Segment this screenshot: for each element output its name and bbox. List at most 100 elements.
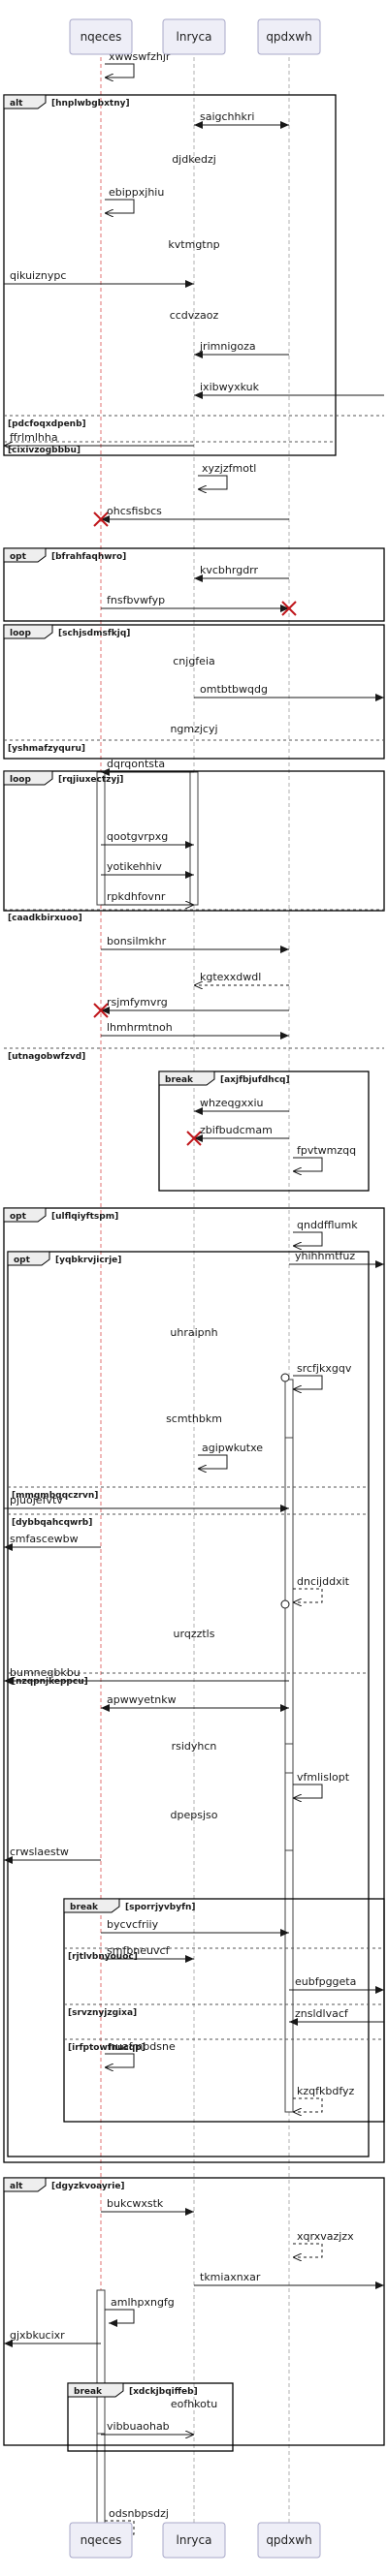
message-label: pjuojefvtv — [10, 1494, 63, 1506]
participant-nqeces[interactable]: nqeces — [69, 18, 133, 55]
participant-label: nqeces — [81, 30, 122, 44]
message: uhraipnh — [170, 1326, 217, 1339]
activation-bar — [189, 771, 199, 906]
message: eofhkotu — [171, 2398, 217, 2410]
message-label: kzqfkbdfyz — [297, 2085, 355, 2097]
message-label: qnddfflumk — [297, 1219, 358, 1231]
message: ixibwyxkuk — [194, 381, 384, 399]
message: agipwkutxe — [198, 1442, 263, 1469]
message-label: vfmlislopt — [297, 1771, 350, 1784]
message: cnjgfeia — [173, 655, 215, 667]
message: zbifbudcmam — [186, 1124, 289, 1146]
destroy-marker — [93, 512, 109, 527]
fragment-frame: alt[dgyzkvoayrie] — [3, 2177, 385, 2446]
fragment-guard: [rqjiuxectzyj] — [58, 775, 123, 785]
message-label: yotikehhiv — [107, 860, 162, 873]
message-label: znsldlvacf — [295, 2007, 349, 2020]
message: fnsfbvwfyp — [101, 594, 297, 616]
message: bonsilmkhr — [101, 935, 289, 953]
message-label: yhihhmtfuz — [295, 1250, 355, 1262]
message-label: srcfjkxgqv — [297, 1362, 352, 1375]
message-label: ebippxjhiu — [109, 186, 164, 199]
message-label: amlhpxngfg — [111, 2296, 175, 2309]
message-label: kvtmgtnp — [168, 238, 219, 251]
message-label: fpvtwmzqq — [297, 1144, 356, 1157]
lifeline-endpoint-circle — [280, 1599, 290, 1609]
message-label: bumneqbkbu — [10, 1666, 81, 1679]
fragment-separator: [srvznyjzgixa] — [64, 2003, 384, 2018]
participant-qpdxwh[interactable]: qpdxwh — [257, 2522, 321, 2559]
fragment-separator: [mmgmbqqczrvn] — [8, 1486, 369, 1501]
message-label: rsidyhcn — [172, 1740, 217, 1753]
fragment-separator: [yshmafzyquru] — [4, 739, 384, 754]
message: bycvcfriiy — [101, 1918, 289, 1937]
fragment-separator: [pdcfoqxdpenb] — [4, 415, 384, 429]
activation-bar — [284, 1743, 294, 1774]
activation-bar — [284, 1849, 294, 2113]
activation-bars — [96, 771, 294, 2539]
fragment-separator: [utnagobwfzvd] — [4, 1047, 384, 1062]
message: odsnbpsdzj — [105, 2507, 169, 2534]
fragment-separator: [cixivzogbbbu] — [4, 441, 336, 455]
fragment-operator: loop — [10, 775, 31, 785]
message-label: dncijddxit — [297, 1575, 350, 1588]
fragment-frame: break[sporrjyvbyfn] — [63, 1898, 385, 2123]
lifelines — [100, 37, 290, 2540]
fragment-guard: [yshmafzyquru] — [8, 744, 85, 754]
message: yotikehhiv — [101, 860, 194, 879]
fragment-separator: [caadkbirxuoo] — [4, 909, 384, 923]
message: qnddfflumk — [293, 1219, 358, 1246]
message: gjxbkucixr — [4, 2329, 101, 2347]
message: kgtexxdwdl — [194, 971, 289, 985]
message-label: ngmzjcyj — [170, 723, 217, 735]
fragment-guard: [rjtlvbnyouoc] — [68, 1952, 138, 1962]
message: dqrqontsta — [101, 758, 194, 776]
message: apwwyetnkw — [101, 1693, 289, 1712]
messages: xwwswfzhjrsaigchhkridjdkedzjebippxjhiukv… — [4, 50, 384, 2543]
fragment-operator: loop — [10, 629, 31, 638]
fragment-separator: [nzqpnjkeppcu] — [8, 1672, 369, 1687]
message: omtbtbwqdg — [194, 683, 384, 701]
message-label: kgtexxdwdl — [200, 971, 261, 983]
message: tkmiaxnxar — [194, 2271, 384, 2289]
message-label: bonsilmkhr — [107, 935, 167, 947]
fragment-guard: [nzqpnjkeppcu] — [12, 1677, 88, 1687]
message-label: agipwkutxe — [202, 1442, 263, 1454]
fragment-operator: opt — [10, 1212, 27, 1222]
message-label: eubfpggeta — [295, 1975, 356, 1988]
message-label: omtbtbwqdg — [200, 683, 268, 696]
message: dncijddxit — [293, 1575, 350, 1602]
message-label: ohcsfisbcs — [107, 505, 162, 517]
message-label: ccdvzaoz — [170, 309, 219, 322]
participant-qpdxwh[interactable]: qpdxwh — [257, 18, 321, 55]
message: whzeqgxxiu — [194, 1097, 289, 1115]
destroy-marker — [281, 601, 297, 616]
fragment-frame: opt[ulflqiyftspm] — [3, 1207, 385, 2163]
fragment-separator: [rjtlvbnyouoc] — [64, 1947, 384, 1962]
participant-lnryca[interactable]: lnryca — [162, 18, 226, 55]
message: ngmzjcyj — [170, 723, 217, 735]
message-label: xyzjzfmotl — [202, 462, 256, 475]
message-label: xqrxvazjzx — [297, 2230, 354, 2243]
message: scmthbkm — [166, 1412, 222, 1425]
message: qootgvrpxg — [101, 830, 194, 849]
message: kvtmgtnp — [168, 238, 219, 251]
message: qikuiznypc — [4, 269, 194, 288]
message-label: saigchhkri — [200, 110, 254, 123]
message: eubfpggeta — [289, 1975, 384, 1994]
fragment-guard: [yqbkrvjicrje] — [55, 1256, 121, 1265]
message: xqrxvazjzx — [293, 2230, 354, 2257]
participant-label: lnryca — [177, 30, 212, 44]
message-label: apwwyetnkw — [107, 1693, 177, 1706]
fragment-operator: alt — [10, 99, 23, 109]
message-label: jrimnigoza — [199, 340, 256, 353]
message-label: zbifbudcmam — [200, 1124, 273, 1136]
message: vibbuaohab — [101, 2420, 194, 2435]
message-label: uhraipnh — [170, 1326, 217, 1339]
fragment-guard: [utnagobwfzvd] — [8, 1052, 85, 1062]
message-label: vibbuaohab — [107, 2420, 170, 2433]
fragment-operator: break — [74, 2387, 103, 2397]
message-label: fnsfbvwfyp — [107, 594, 165, 606]
participant-lnryca[interactable]: lnryca — [162, 2522, 226, 2559]
participant-nqeces[interactable]: nqeces — [69, 2522, 133, 2559]
